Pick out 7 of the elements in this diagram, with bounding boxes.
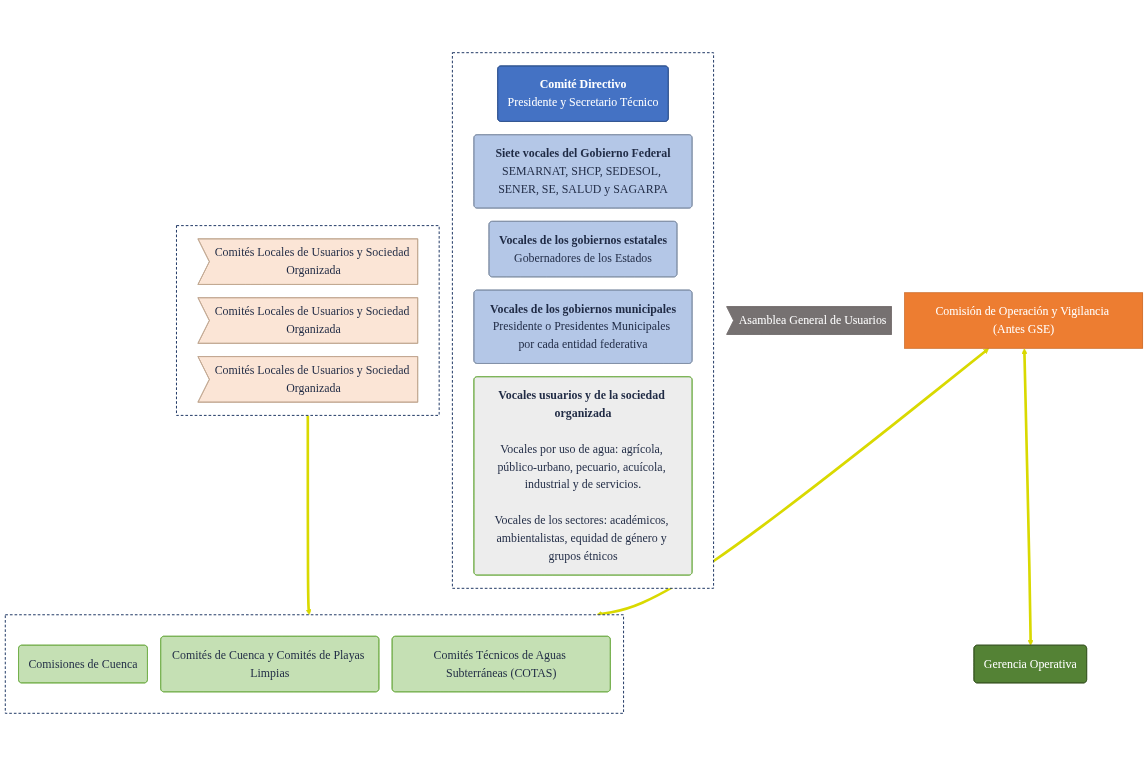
arrow: [596, 348, 989, 617]
cluster: [451, 52, 715, 589]
arrow: [1021, 348, 1034, 646]
node-box: Comisión de Operación y Vigilancia (Antes GSE): [904, 292, 1144, 349]
arrow: [305, 415, 312, 616]
cluster: [4, 614, 625, 714]
cluster: [175, 225, 440, 416]
